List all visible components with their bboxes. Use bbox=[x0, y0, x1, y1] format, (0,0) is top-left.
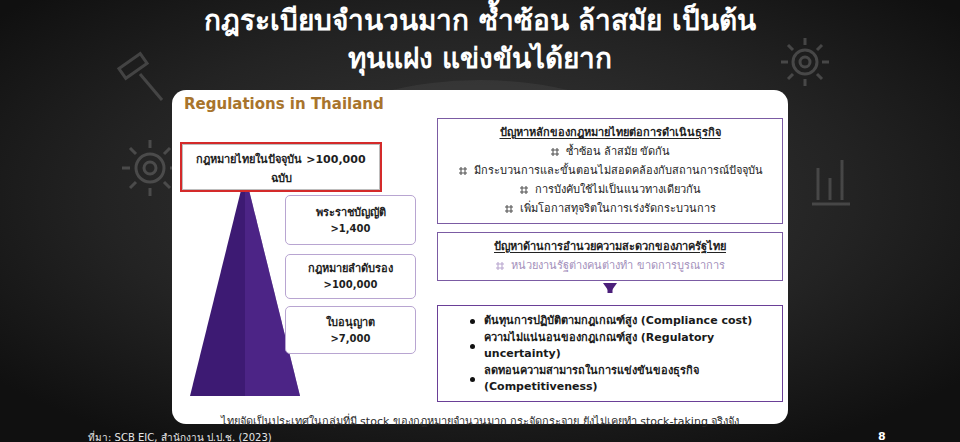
list-row: เพิ่มโอกาสทุจริตในการเร่งรัดกระบวนการ bbox=[448, 200, 772, 217]
bullet-row: ต้นทุนการปฏิบัติตามกฎเกณฑ์สูง (Complianc… bbox=[448, 313, 772, 329]
list-row: ซ้ำซ้อน ล้าสมัย ขัดกัน bbox=[448, 143, 772, 160]
title-block: กฎระเบียบจำนวนมาก ซ้ำซ้อน ล้าสมัย เป็นต้… bbox=[150, 2, 810, 78]
hash-bullet-lines bbox=[459, 167, 467, 175]
gear-icon bbox=[781, 38, 829, 86]
bullet-item: ความไม่แน่นอนของกฎเกณฑ์สูง (Regulatory u… bbox=[484, 330, 772, 362]
tier-name: กฎหมายลำดับรอง bbox=[292, 261, 409, 277]
bullet-dot bbox=[470, 344, 475, 349]
hash-bullet bbox=[519, 185, 529, 195]
hash-bullet-lines bbox=[505, 205, 513, 213]
list-item: เพิ่มโอกาสทุจริตในการเร่งรัดกระบวนการ bbox=[520, 200, 716, 217]
page-number-block: 8 bbox=[878, 425, 886, 442]
tier-count: >1,400 bbox=[292, 221, 409, 236]
tier-box: ใบอนุญาต>7,000 bbox=[285, 306, 416, 354]
source-caption: ที่มา: SCB EIC, สำนักงาน ป.ป.ช. (2023) bbox=[88, 432, 272, 442]
hash-bullet-lines bbox=[496, 262, 504, 270]
panel-note: ไทยจัดเป็นประเทศในกลุ่มที่มี stock ของกฎ… bbox=[192, 414, 768, 429]
tier-box: พระราชบัญญัติ>1,400 bbox=[285, 195, 416, 245]
problem-box: ปัญหาด้านการอำนวยความสะดวกของภาครัฐไทยหน… bbox=[437, 232, 783, 281]
list-item: ซ้ำซ้อน ล้าสมัย ขัดกัน bbox=[566, 143, 671, 160]
hash-bullet-lines bbox=[520, 186, 528, 194]
hash-bullet-lines bbox=[551, 148, 559, 156]
tier-box: กฎหมายลำดับรอง>100,000 bbox=[285, 254, 416, 299]
highlight-box: กฎหมายไทยในปัจจุบัน >100,000 ฉบับ bbox=[180, 142, 382, 192]
hash-bullet bbox=[504, 204, 514, 214]
highlight-text: กฎหมายไทยในปัจจุบัน >100,000 ฉบับ bbox=[196, 153, 365, 185]
list-item: มีกระบวนการและขั้นตอนไม่สอดคล้องกับสถานก… bbox=[474, 162, 763, 179]
flow-arrow bbox=[608, 284, 613, 293]
list-item: การบังคับใช้ไม่เป็นแนวทางเดียวกัน bbox=[535, 181, 701, 198]
hash-bullet bbox=[458, 166, 468, 176]
hash-bullet bbox=[495, 261, 505, 271]
list-item: หน่วยงานรัฐต่างคนต่างทำ ขาดการบูรณาการ bbox=[511, 257, 725, 274]
gavel-icon bbox=[119, 54, 162, 100]
bullet-row: ความไม่แน่นอนของกฎเกณฑ์สูง (Regulatory u… bbox=[448, 330, 772, 362]
content-panel: Regulations in Thailandไทยจัดเป็นประเทศใ… bbox=[172, 90, 788, 424]
list-row: การบังคับใช้ไม่เป็นแนวทางเดียวกัน bbox=[448, 181, 772, 198]
box-heading: ปัญหาหลักของกฎหมายไทยต่อการดำเนินธุรกิจ bbox=[448, 124, 772, 141]
hash-bullet bbox=[550, 147, 560, 157]
impact-box: ต้นทุนการปฏิบัติตามกฎเกณฑ์สูง (Complianc… bbox=[437, 305, 783, 402]
page-number: 8 bbox=[878, 430, 886, 442]
tier-name: ใบอนุญาต bbox=[292, 315, 409, 331]
bullet-item: ลดทอนความสามารถในการแข่งขันของธุรกิจ (Co… bbox=[484, 363, 772, 395]
gear-icon bbox=[122, 140, 178, 196]
tier-count: >7,000 bbox=[292, 331, 409, 346]
pyramid-shape bbox=[190, 174, 300, 396]
chart-icon bbox=[812, 160, 850, 204]
tier-name: พระราชบัญญัติ bbox=[292, 205, 409, 221]
problem-box: ปัญหาหลักของกฎหมายไทยต่อการดำเนินธุรกิจซ… bbox=[437, 118, 783, 224]
slide-title: กฎระเบียบจำนวนมาก ซ้ำซ้อน ล้าสมัย เป็นต้… bbox=[200, 2, 760, 78]
box-heading: ปัญหาด้านการอำนวยความสะดวกของภาครัฐไทย bbox=[448, 238, 772, 255]
bullet-row: ลดทอนความสามารถในการแข่งขันของธุรกิจ (Co… bbox=[448, 363, 772, 395]
bullet-dot bbox=[470, 319, 475, 324]
bullet-dot bbox=[470, 377, 475, 382]
panel-heading: Regulations in Thailand bbox=[184, 94, 384, 114]
bullet-item: ต้นทุนการปฏิบัติตามกฎเกณฑ์สูง (Complianc… bbox=[484, 313, 752, 329]
list-row: หน่วยงานรัฐต่างคนต่างทำ ขาดการบูรณาการ bbox=[448, 257, 772, 274]
list-row: มีกระบวนการและขั้นตอนไม่สอดคล้องกับสถานก… bbox=[448, 162, 772, 179]
caption-block: ที่มา: SCB EIC, สำนักงาน ป.ป.ช. (2023) bbox=[88, 426, 272, 442]
tier-count: >100,000 bbox=[292, 277, 409, 292]
